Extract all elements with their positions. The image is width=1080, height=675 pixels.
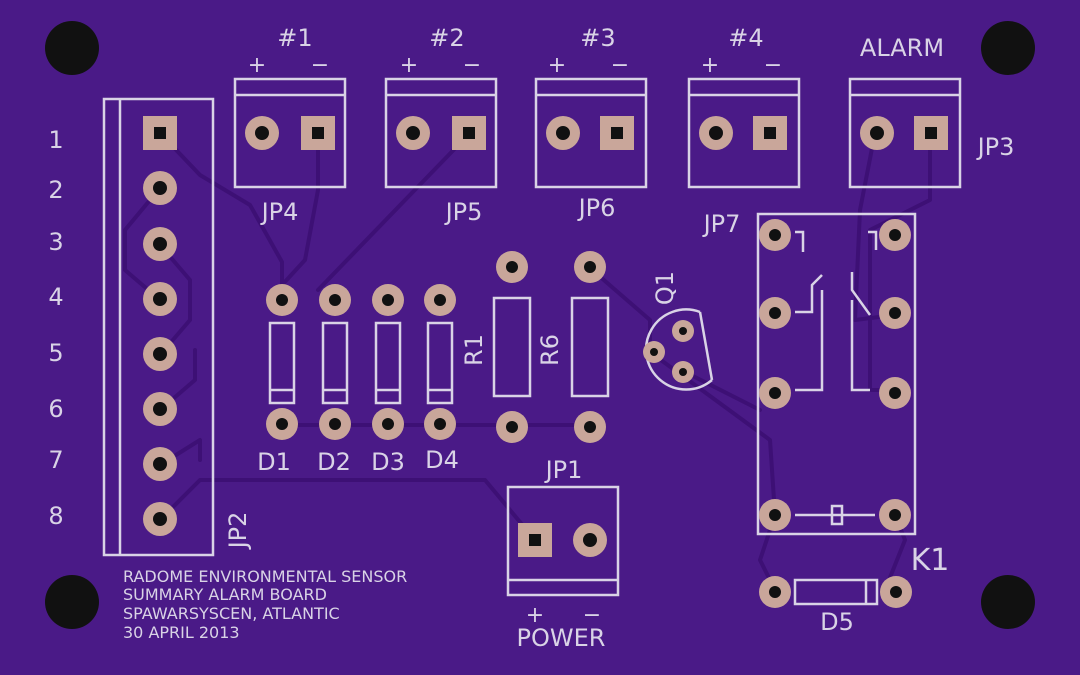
connector-label-alarm: ALARM — [860, 34, 944, 62]
jumper-label-jp1: JP1 — [544, 456, 583, 484]
diode-array: D1 D2 D3 D4 — [257, 284, 459, 476]
pin-number: 6 — [48, 395, 63, 423]
mounting-hole-bottom-left — [45, 575, 99, 629]
pin-number: 2 — [48, 176, 63, 204]
diode-label-d3: D3 — [371, 448, 405, 476]
pin-number-column: 1 2 3 4 5 6 7 8 — [48, 126, 63, 530]
pin-number: 4 — [48, 283, 63, 311]
pin-number: 1 — [48, 126, 63, 154]
mounting-hole-top-right — [981, 21, 1035, 75]
polarity-minus: − — [583, 603, 601, 628]
diode-label-d2: D2 — [317, 448, 351, 476]
polarity-plus: + — [248, 53, 266, 78]
connector-label-2: #2 — [429, 24, 464, 52]
title-line-3: SPAWARSYSCEN, ATLANTIC — [123, 604, 340, 623]
pin-number: 7 — [48, 446, 63, 474]
jumper-label-jp4: JP4 — [260, 198, 299, 226]
resistor-label-r1: R1 — [460, 334, 488, 366]
diode-label-d4: D4 — [425, 446, 459, 474]
polarity-plus: + — [701, 53, 719, 78]
mounting-holes — [45, 21, 1035, 629]
mounting-hole-bottom-right — [981, 575, 1035, 629]
board-title-block: RADOME ENVIRONMENTAL SENSOR SUMMARY ALAR… — [123, 567, 407, 642]
polarity-minus: − — [611, 53, 629, 78]
polarity-plus: + — [400, 53, 418, 78]
pin-number: 5 — [48, 339, 63, 367]
diode-label-d5: D5 — [820, 608, 854, 636]
jumper-label-jp5: JP5 — [444, 198, 483, 226]
pin-number: 3 — [48, 228, 63, 256]
title-line-1: RADOME ENVIRONMENTAL SENSOR — [123, 567, 407, 586]
diode-d5: D5 — [759, 576, 912, 636]
resistor-r1: R1 — [460, 251, 532, 443]
title-line-4: 30 APRIL 2013 — [123, 623, 240, 642]
polarity-plus: + — [526, 603, 544, 628]
jumper-label-jp2: JP2 — [224, 512, 252, 551]
connector-jp5: #2 + − JP5 — [384, 24, 498, 226]
resistor-label-r6: R6 — [536, 334, 564, 366]
polarity-minus: − — [311, 53, 329, 78]
diode-label-d1: D1 — [257, 448, 291, 476]
connector-label-4: #4 — [728, 24, 763, 52]
jumper-label-jp6: JP6 — [577, 194, 616, 222]
transistor-label-q1: Q1 — [651, 271, 679, 305]
connector-jp6: #3 + − JP6 — [534, 24, 648, 222]
polarity-minus: − — [463, 53, 481, 78]
connector-label-1: #1 — [277, 24, 312, 52]
relay-label-k1: K1 — [911, 543, 950, 578]
connector-jp1: JP1 + − POWER — [506, 456, 620, 652]
jumper-label-jp3: JP3 — [976, 133, 1015, 161]
polarity-minus: − — [764, 53, 782, 78]
power-label: POWER — [517, 624, 606, 652]
connector-jp3: ALARM JP3 — [848, 34, 1015, 189]
polarity-plus: + — [548, 53, 566, 78]
relay-k1: JP7 K1 — [702, 210, 950, 578]
resistor-r6: R6 — [536, 251, 610, 443]
title-line-2: SUMMARY ALARM BOARD — [123, 585, 327, 604]
header-jp2: JP2 — [102, 97, 252, 557]
jumper-label-jp7: JP7 — [702, 210, 741, 238]
connector-label-3: #3 — [580, 24, 615, 52]
connector-jp7: #4 + − — [687, 24, 801, 189]
connector-jp4: #1 + − JP4 — [233, 24, 347, 226]
mounting-hole-top-left — [45, 21, 99, 75]
pin-number: 8 — [48, 502, 63, 530]
transistor-q1: Q1 — [643, 271, 714, 391]
